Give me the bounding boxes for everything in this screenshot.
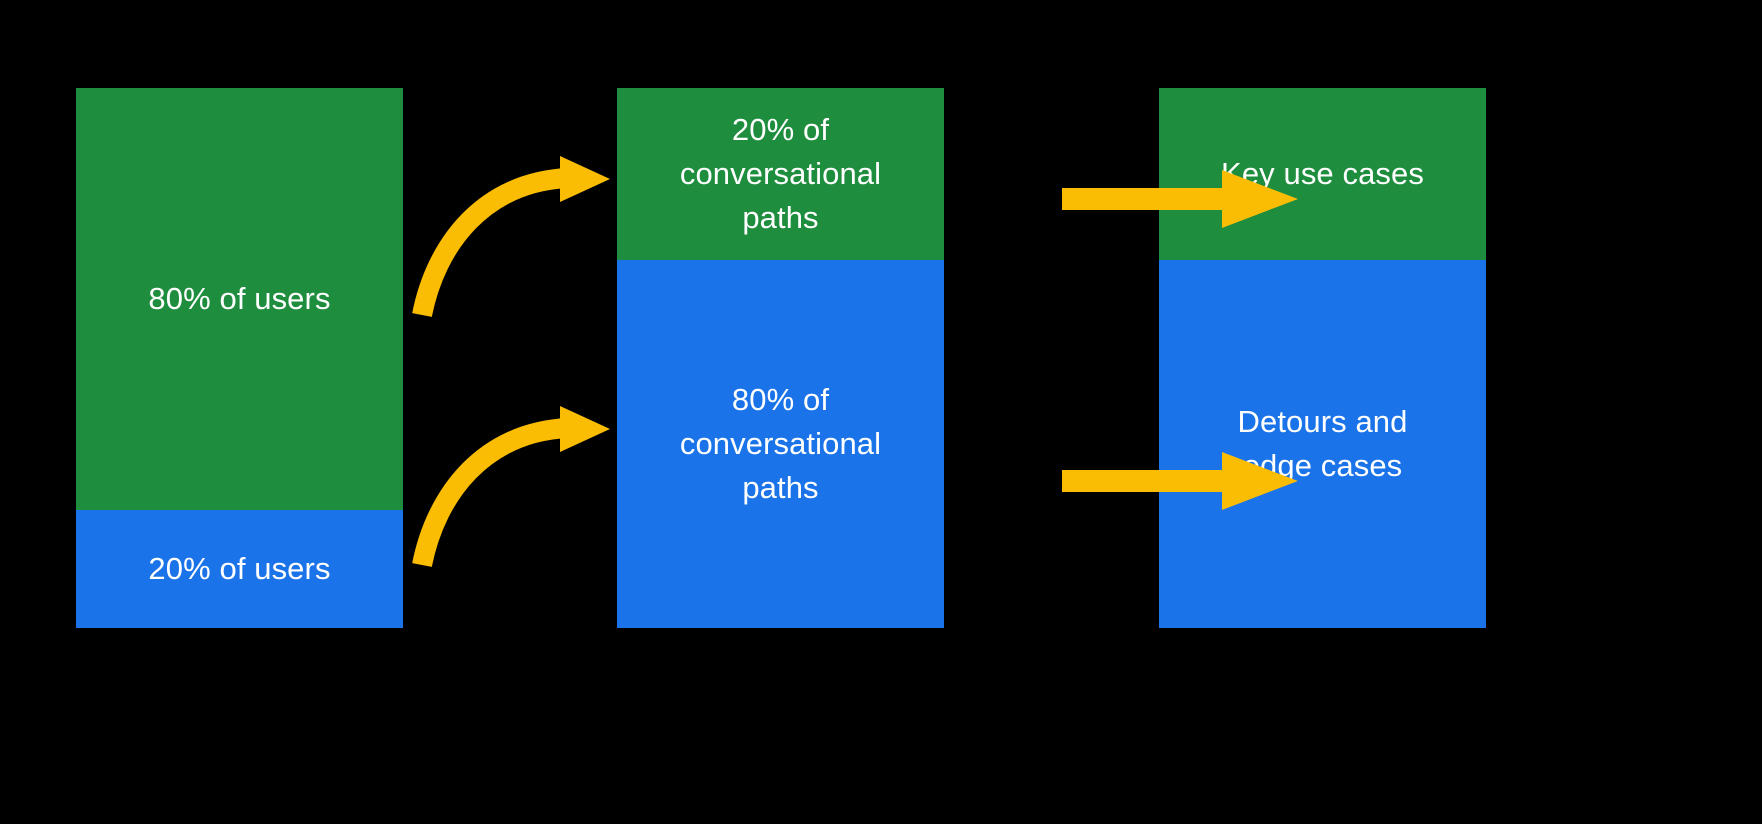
straight-arrow-right-icon (1062, 170, 1298, 228)
straight-arrow-right-icon (1062, 452, 1298, 510)
column-users: 80% of users 20% of users (76, 88, 403, 628)
column-conversational-paths: 20% of conversational paths 80% of conve… (617, 88, 944, 628)
curved-arrow-up-icon (412, 406, 610, 568)
segment-users-minority: 20% of users (76, 510, 403, 628)
segment-paths-many: 80% of conversational paths (617, 260, 944, 628)
curved-arrow-up-icon (412, 156, 610, 318)
segment-label: 20% of users (148, 550, 331, 586)
segment-label: 20% of conversational paths (679, 111, 882, 235)
segment-users-majority: 80% of users (76, 88, 403, 510)
segment-outcome-key-use-cases: Key use cases (1159, 88, 1486, 260)
segment-paths-few: 20% of conversational paths (617, 88, 944, 260)
segment-label: 80% of conversational paths (679, 381, 882, 505)
segment-outcome-detours: Detours and edge cases (1159, 260, 1486, 628)
segment-label: 80% of users (148, 280, 331, 316)
segment-label: Key use cases (1221, 155, 1424, 191)
